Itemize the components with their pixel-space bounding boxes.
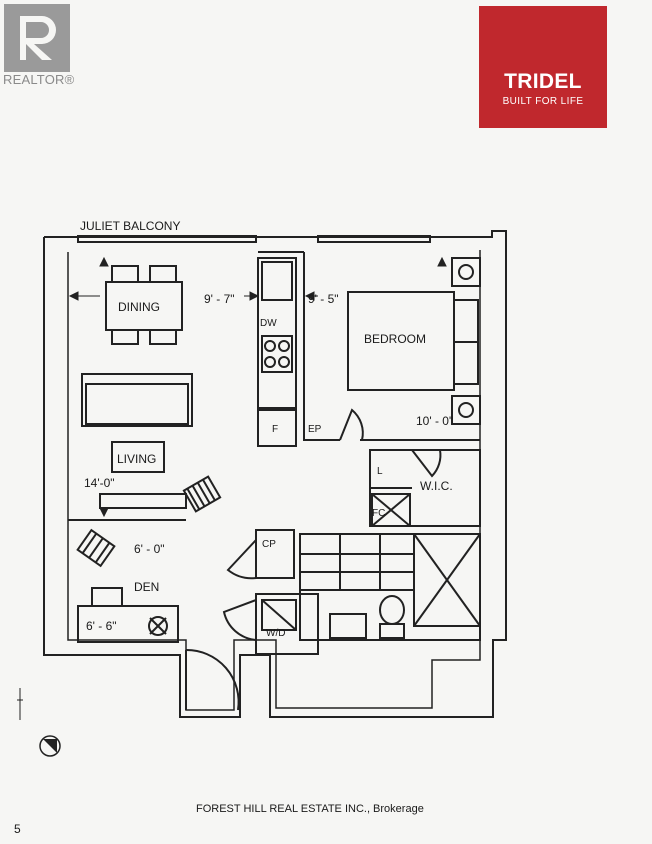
electrical-panel-label: EP	[308, 424, 322, 435]
laundry	[255, 593, 319, 655]
bedroom-width-label: 9' - 5"	[308, 292, 339, 306]
bedroom-label: BEDROOM	[364, 332, 426, 346]
armchair	[182, 475, 222, 513]
bath-sink	[329, 613, 367, 639]
linen-label: L	[377, 466, 383, 477]
fridge	[257, 409, 297, 447]
realtor-r-icon	[4, 4, 70, 72]
den-label: DEN	[134, 580, 159, 594]
living-depth-label: 14'-0"	[84, 476, 115, 490]
outer-wall	[43, 230, 507, 718]
kitchen-counter	[257, 257, 297, 409]
realtor-label: REALTOR®	[3, 72, 75, 87]
kitchen-sink	[261, 261, 293, 301]
coat-closet	[255, 529, 295, 579]
bedroom-window	[317, 235, 431, 243]
balcony-label: JULIET BALCONY	[80, 219, 180, 233]
den-width-label: 6' - 0"	[134, 542, 165, 556]
fan-coil	[371, 493, 411, 527]
coffee-table	[111, 441, 165, 473]
north-arrow-icon	[39, 735, 61, 757]
washer-dryer-label: W/D	[266, 628, 285, 639]
wic-label: W.I.C.	[420, 479, 453, 493]
tridel-brand-name: TRIDEL	[504, 70, 582, 93]
living-label: LIVING	[117, 452, 156, 466]
tridel-logo: TRIDEL BUILT FOR LIFE	[479, 6, 607, 128]
coat-closet-label: CP	[262, 539, 276, 550]
entry-door	[185, 648, 240, 711]
fan-coil-label: FC	[372, 508, 385, 519]
bedroom-wall	[303, 252, 340, 441]
media-unit	[99, 493, 187, 509]
realtor-logo: REALTOR®	[0, 0, 76, 92]
cooktop	[261, 335, 293, 373]
toilet	[379, 595, 405, 625]
dining-width-label: 9' - 7"	[204, 292, 235, 306]
den-depth-label: 6' - 6"	[86, 619, 117, 633]
dining-table	[105, 281, 183, 331]
scale-bar	[17, 688, 23, 720]
dining-label: DINING	[118, 300, 160, 314]
bedroom-door	[339, 408, 364, 441]
brokerage-watermark: FOREST HILL REAL ESTATE INC., Brokerage	[196, 803, 424, 815]
balcony-window	[77, 235, 257, 243]
sofa	[81, 373, 193, 427]
bedroom-depth-label: 10' - 0"	[416, 414, 453, 428]
tridel-tagline: BUILT FOR LIFE	[502, 96, 584, 107]
fridge-label: F	[272, 424, 278, 435]
page-number: 5	[14, 822, 21, 836]
shower	[413, 533, 481, 627]
dishwasher-label: DW	[260, 318, 277, 329]
den-desk	[77, 605, 179, 643]
